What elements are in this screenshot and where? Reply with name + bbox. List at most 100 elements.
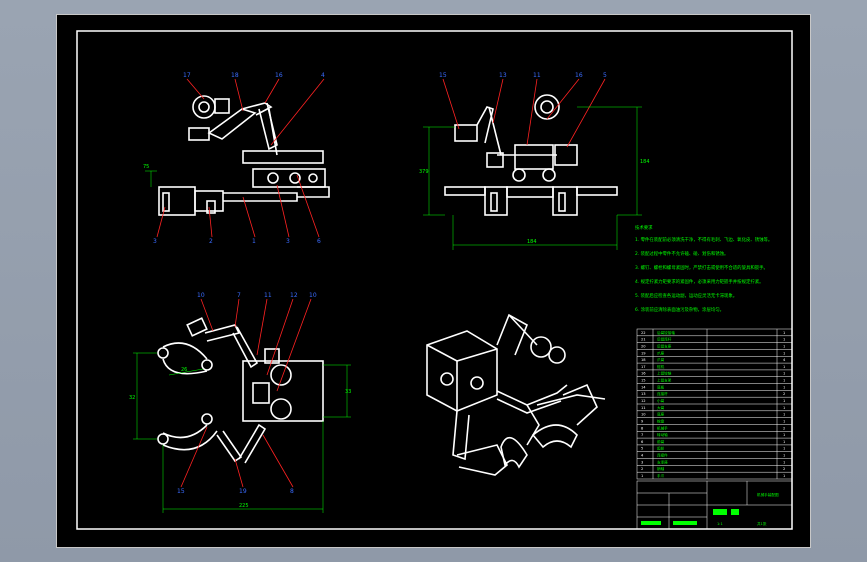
bom-name: 上臂支架 (657, 378, 672, 383)
title-drawing-name: 机械手装配图 (757, 492, 779, 497)
side-dim-right: 184 (640, 159, 650, 165)
bom-qty: 1 (783, 433, 785, 437)
cad-viewport[interactable]: 17 18 16 4 3 2 1 3 6 7 5 (56, 14, 811, 548)
bom-no: 9 (641, 419, 644, 423)
bom-row: 1 手爪 1 (641, 473, 785, 478)
bom-qty: 2 (783, 392, 785, 396)
top-dim-right: 33 (345, 389, 351, 395)
bom-qty: 1 (783, 440, 785, 444)
bom-no: 13 (641, 392, 646, 396)
bom-no: 18 (641, 358, 646, 362)
bom-qty: 1 (783, 447, 785, 451)
bom-qty: 1 (783, 365, 785, 369)
isometric-view (426, 313, 606, 476)
bom-name: 手爪 (657, 473, 665, 478)
notes-item-5: 5. 装配后应检查各运动副，运动应灵活无卡滞现象。 (635, 292, 737, 299)
top-view-dims (133, 352, 351, 513)
bom-no: 19 (641, 351, 646, 355)
bom-no: 15 (641, 379, 646, 383)
bom-name: 舵盘 (657, 418, 665, 423)
bom-name: 上臂铰链 (657, 371, 672, 376)
bom-row: 3 支承座 1 (641, 459, 785, 464)
bom-qty: 1 (783, 399, 785, 403)
side-dim-left: 379 (419, 169, 429, 175)
callout-19: 19 (239, 488, 247, 495)
top-view-callouts: 10 7 11 12 10 15 19 8 (177, 292, 317, 495)
top-dim-top: 26 (181, 367, 187, 373)
callout-4: 4 (321, 72, 325, 79)
callout-10b: 10 (309, 292, 317, 299)
bom-qty: 1 (783, 351, 785, 355)
bom-name: 底板 (657, 384, 665, 389)
bom-no: 21 (641, 338, 646, 342)
front-view-callouts: 17 18 16 4 3 2 1 3 6 (153, 72, 325, 245)
cad-drawing: 17 18 16 4 3 2 1 3 6 7 5 (76, 30, 793, 530)
bom-row: 16 上臂铰链 1 (641, 371, 785, 376)
bom-qty: 1 (783, 331, 785, 335)
callout-7: 7 (237, 292, 241, 299)
bom-qty: 1 (783, 460, 785, 464)
notes-item-3: 3. 螺钉、螺栓和螺母紧固时，严禁打击或使用不合适的旋具和扳手。 (635, 264, 768, 271)
technical-notes: 技术要求 1. 零件在装配前必须清洗干净，不得有毛刺、飞边、氧化皮、锈蚀等。 2… (635, 224, 772, 313)
callout-2: 2 (209, 238, 213, 245)
bom-row: 9 舵盘 1 (641, 418, 785, 423)
callout-11b: 11 (264, 292, 272, 299)
bom-name: 支承座 (657, 459, 668, 464)
bom-name: 齿轮 (657, 446, 665, 451)
top-view-leaders (180, 298, 312, 488)
bom-no: 3 (641, 460, 643, 464)
bom-row: 12 小臂 1 (641, 398, 785, 403)
bom-name: 后臂支座 (657, 343, 672, 348)
bom-no: 6 (641, 440, 644, 444)
callout-15b: 15 (177, 488, 185, 495)
bom-name: 连接件 (657, 453, 668, 458)
bom-no: 20 (641, 344, 646, 348)
notes-item-6: 6. 涂装前应清除表面油污及杂物，涂层均匀。 (635, 306, 724, 313)
callout-3b: 3 (286, 238, 290, 245)
bom-name: 爪座 (657, 350, 665, 355)
callout-16b: 16 (575, 72, 583, 79)
front-view-dims (145, 170, 157, 187)
bom-qty: 1 (783, 419, 785, 423)
bom-qty: 2 (783, 467, 785, 471)
callout-6: 6 (317, 238, 321, 245)
bom-no: 16 (641, 372, 646, 376)
callout-16: 16 (275, 72, 283, 79)
bom-name: 转动轴 (657, 432, 668, 437)
side-view-leaders (442, 78, 606, 148)
bom-qty: 1 (783, 454, 785, 458)
callout-13: 13 (499, 72, 507, 79)
bom-qty: 1 (783, 372, 785, 376)
bom-no: 8 (641, 426, 644, 430)
front-view-leaders (156, 78, 325, 238)
bom-qty: 1 (783, 338, 785, 342)
bom-row: 19 爪座 1 (641, 350, 785, 355)
callout-5: 5 (603, 72, 607, 79)
bom-qty: 2 (783, 426, 785, 430)
bom-qty: 1 (783, 474, 785, 478)
side-view-callouts: 15 13 11 16 5 (439, 72, 607, 79)
bom-name: 小臂 (657, 398, 665, 403)
bom-name: 舵机 (657, 364, 665, 369)
bom-row: 8 机械手 2 (641, 425, 785, 430)
bom-qty: 1 (783, 406, 785, 410)
bom-name: 前臂 (657, 439, 665, 444)
bom-no: 12 (641, 399, 646, 403)
bom-no: 2 (641, 467, 643, 471)
title-scale: 1:1 (717, 522, 723, 526)
bom-no: 1 (641, 474, 643, 478)
callout-18: 18 (231, 72, 239, 79)
bom-name: 机械手 (657, 425, 668, 430)
notes-title: 技术要求 (635, 224, 653, 231)
